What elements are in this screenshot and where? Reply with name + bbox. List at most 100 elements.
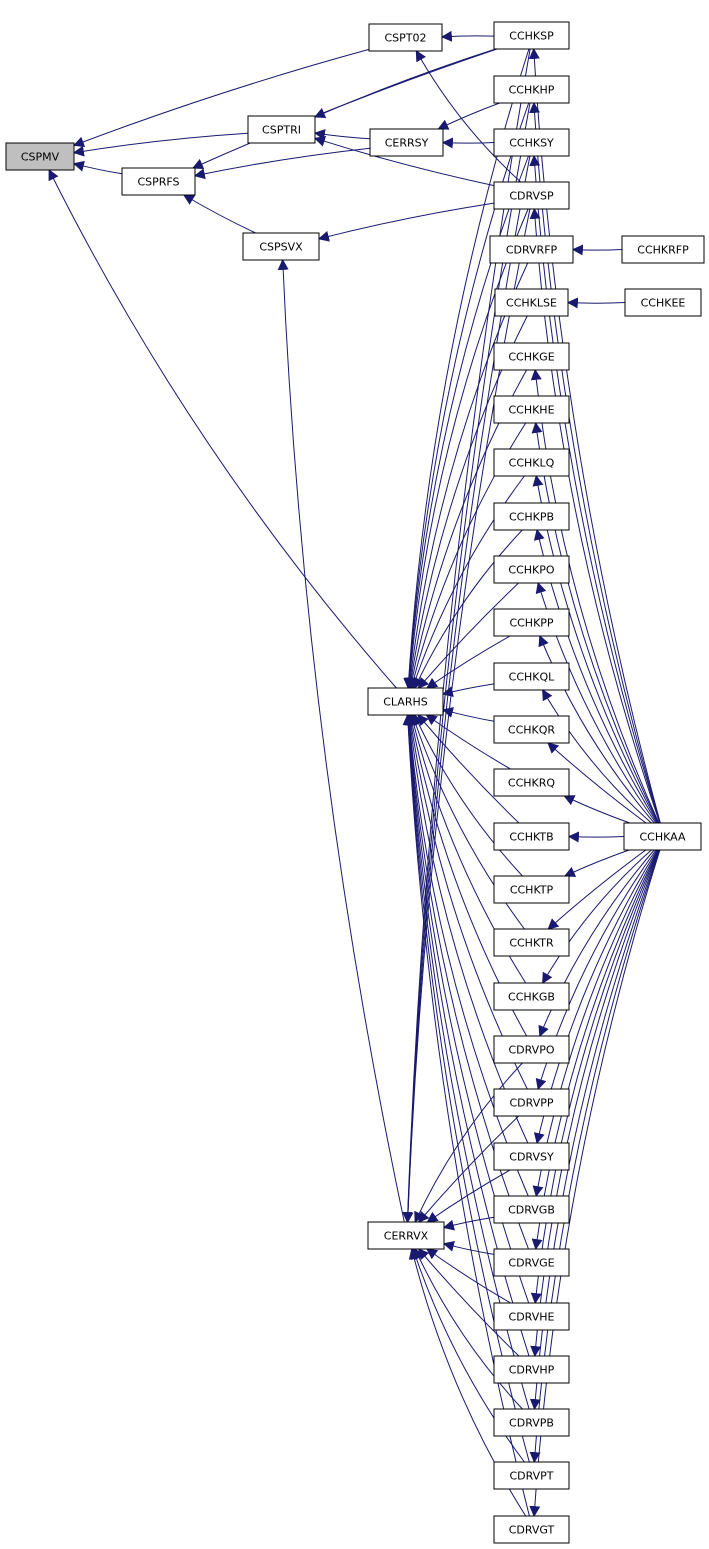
edge-cdrvhp-to-cerrvx	[417, 1248, 520, 1357]
node-cspt02[interactable]: CSPT02	[368, 23, 443, 52]
node-cdrvpo[interactable]: CDRVPO	[493, 1035, 570, 1064]
node-cdrvpp[interactable]: CDRVPP	[493, 1088, 570, 1117]
edge-cchkaa-to-cdrvpo	[538, 849, 655, 1038]
node-cchkpp[interactable]: CCHKPP	[493, 608, 570, 637]
node-label-cdrvpp: CDRVPP	[510, 1097, 554, 1110]
node-label-cdrvgt: CDRVGT	[509, 1524, 555, 1537]
node-cdrvsp[interactable]: CDRVSP	[493, 181, 570, 210]
node-cdrvrfp[interactable]: CDRVRFP	[489, 235, 574, 264]
edge-cerrsy-to-csptri	[313, 129, 371, 140]
node-label-cchkhp: CCHKHP	[509, 84, 555, 97]
node-cchkee[interactable]: CCHKEE	[624, 288, 702, 317]
node-cchktb[interactable]: CCHKTB	[493, 822, 570, 851]
node-cdrvhe[interactable]: CDRVHE	[493, 1302, 570, 1331]
node-cchkge[interactable]: CCHKGE	[493, 342, 570, 371]
node-box-cspmv	[5, 142, 75, 171]
node-cchkhp[interactable]: CCHKHP	[493, 75, 570, 104]
node-label-cchklq: CCHKLQ	[509, 457, 555, 470]
node-cchktr[interactable]: CCHKTR	[493, 928, 570, 957]
edge-csptri-to-cspmv	[72, 132, 249, 157]
node-label-cspt02: CSPT02	[384, 32, 426, 45]
node-cchkql[interactable]: CCHKQL	[493, 662, 570, 691]
node-cdrvgb[interactable]: CDRVGB	[493, 1195, 570, 1224]
node-cchklse[interactable]: CCHKLSE	[494, 288, 569, 317]
node-box-cchkee	[624, 288, 702, 317]
node-cchkpo[interactable]: CCHKPO	[493, 555, 570, 584]
node-cchksp[interactable]: CCHKSP	[493, 21, 570, 50]
node-label-cchksp: CCHKSP	[509, 30, 554, 43]
node-box-cchkqr	[493, 715, 570, 744]
node-csprfs[interactable]: CSPRFS	[121, 167, 196, 196]
edge-cdrvsy-to-clarhs	[404, 713, 529, 1144]
edge-cchkaa-to-cchktr	[547, 849, 647, 930]
node-cchktp[interactable]: CCHKTP	[493, 875, 570, 904]
edge-cchkaa-to-cdrvge	[531, 849, 659, 1251]
node-cchkaa[interactable]: CCHKAA	[623, 822, 702, 851]
node-label-cdrvpt: CDRVPT	[509, 1470, 553, 1483]
node-clarhs[interactable]: CLARHS	[367, 687, 444, 716]
node-box-cchkpp	[493, 608, 570, 637]
node-cdrvge[interactable]: CDRVGE	[493, 1248, 570, 1277]
node-label-cdrvrfp: CDRVRFP	[506, 244, 558, 257]
node-box-cchklse	[494, 288, 569, 317]
node-label-cchktp: CCHKTP	[510, 884, 554, 897]
edge-cchkaa-to-cchkhe	[531, 421, 659, 824]
node-box-cerrsy	[369, 128, 444, 157]
node-label-cchkaa: CCHKAA	[639, 831, 685, 844]
edge-csprfs-to-cspmv	[72, 160, 123, 175]
edge-cchkql-to-clarhs	[441, 683, 495, 698]
node-label-cspsvx: CSPSVX	[259, 241, 303, 254]
node-cerrsy[interactable]: CERRSY	[369, 128, 444, 157]
node-cchksy[interactable]: CCHKSY	[493, 128, 570, 157]
edge-cspt02-to-cspmv	[72, 48, 370, 148]
node-box-cdrvpb	[493, 1408, 570, 1437]
node-label-cdrvhe: CDRVHE	[509, 1311, 555, 1324]
node-cchkgb[interactable]: CCHKGB	[493, 982, 570, 1011]
edge-cchktb-to-clarhs	[417, 714, 520, 824]
node-box-cchktr	[493, 928, 570, 957]
node-cchkpb[interactable]: CCHKPB	[493, 502, 570, 531]
node-label-cdrvsp: CDRVSP	[509, 190, 554, 203]
node-cchkrq[interactable]: CCHKRQ	[493, 768, 570, 797]
node-cchkhe[interactable]: CCHKHE	[493, 395, 570, 424]
node-cdrvpt[interactable]: CDRVPT	[493, 1461, 570, 1490]
node-cchklq[interactable]: CCHKLQ	[493, 448, 570, 477]
edge-cerrvx-to-cspsvx	[277, 258, 405, 1223]
node-box-cchkhe	[493, 395, 570, 424]
node-label-cchkqr: CCHKQR	[508, 724, 556, 737]
edge-cchksp-to-cerrvx	[402, 48, 531, 1224]
node-box-cchkrfp	[621, 235, 705, 264]
node-cerrvx[interactable]: CERRVX	[367, 1221, 445, 1250]
node-cspmv[interactable]: CSPMV	[5, 142, 75, 171]
node-box-cchkgb	[493, 982, 570, 1011]
node-box-csprfs	[121, 167, 196, 196]
edge-cchkaa-to-cchkpp	[538, 634, 655, 824]
node-box-cchkhp	[493, 75, 570, 104]
node-label-cchkrfp: CCHKRFP	[637, 244, 689, 257]
edge-cchkaa-to-cchkgb	[542, 849, 652, 984]
node-label-cchkpp: CCHKPP	[509, 617, 553, 630]
edge-cdrvpo-to-cerrvx	[414, 1062, 523, 1223]
node-label-cspmv: CSPMV	[21, 151, 60, 164]
node-label-cchkpb: CCHKPB	[509, 511, 554, 524]
node-box-cdrvsp	[493, 181, 570, 210]
node-box-cchkge	[493, 342, 570, 371]
node-box-cdrvhe	[493, 1302, 570, 1331]
node-box-cdrvpo	[493, 1035, 570, 1064]
edge-cdrvhe-to-cerrvx	[426, 1248, 511, 1304]
edge-cdrvpp-to-cerrvx	[417, 1115, 520, 1223]
node-label-cdrvgb: CDRVGB	[508, 1204, 555, 1217]
node-cdrvsy[interactable]: CDRVSY	[493, 1142, 570, 1171]
node-cchkqr[interactable]: CCHKQR	[493, 715, 570, 744]
node-cdrvgt[interactable]: CDRVGT	[493, 1515, 570, 1544]
node-cdrvpb[interactable]: CDRVPB	[493, 1408, 570, 1437]
node-cdrvhp[interactable]: CDRVHP	[493, 1355, 570, 1384]
edge-cchkaa-to-cdrvhp	[530, 849, 660, 1358]
node-csptri[interactable]: CSPTRI	[247, 115, 316, 144]
edge-cchkaa-to-cchkrq	[563, 795, 630, 824]
node-label-cchktb: CCHKTB	[509, 831, 553, 844]
node-label-cdrvpb: CDRVPB	[509, 1417, 554, 1430]
node-cchkrfp[interactable]: CCHKRFP	[621, 235, 705, 264]
edge-clarhs-to-cspmv	[48, 169, 397, 689]
node-cspsvx[interactable]: CSPSVX	[242, 232, 320, 261]
